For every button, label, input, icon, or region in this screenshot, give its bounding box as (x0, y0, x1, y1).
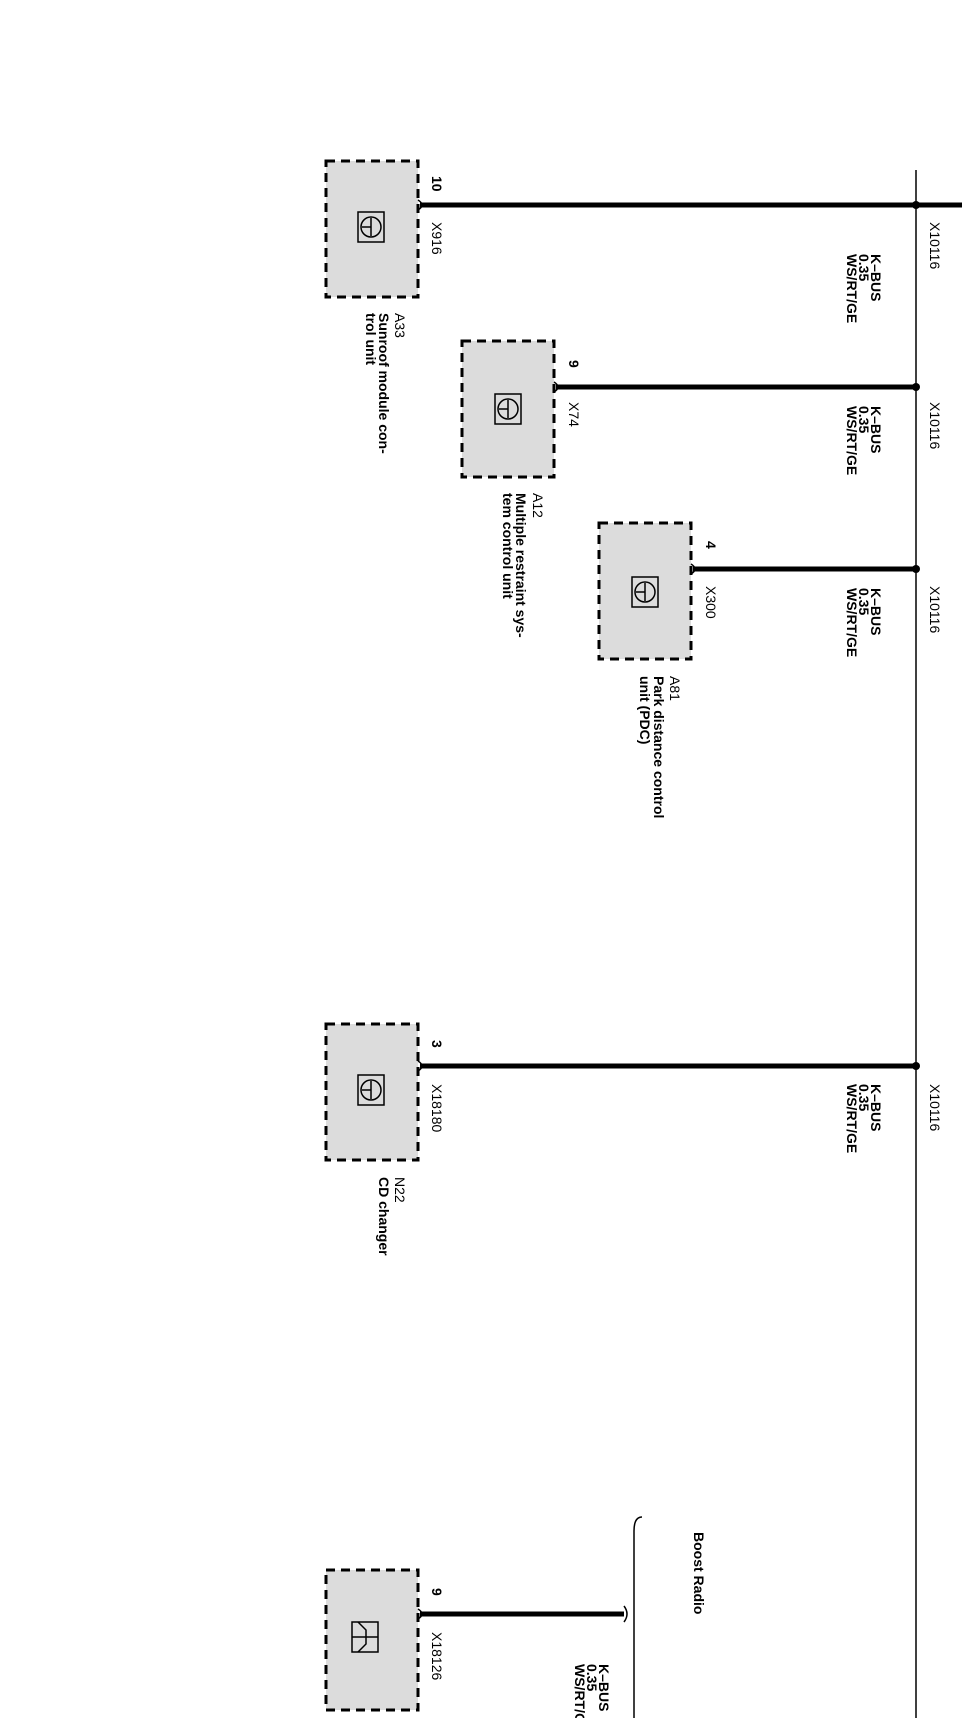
pin-radio: 9 (429, 1588, 445, 1596)
name-a12-line2: tem control unit (500, 493, 516, 599)
name-n22-line1: CD changer (376, 1177, 392, 1256)
pin-a81: 4 (703, 541, 719, 549)
name-a33-line2: trol unit (363, 313, 379, 365)
connector-a12: X74 (566, 402, 582, 427)
unit-a12: 9 X74 X10116 K–BUS 0.35 WS/RT/GE A12 Mul… (460, 339, 943, 638)
designation-a33: A33 (392, 313, 408, 338)
unit-a81: 4 X300 X10116 K–BUS 0.35 WS/RT/GE A81 Pa… (597, 521, 943, 818)
splice-dot-n22 (912, 1062, 920, 1070)
wire-type-radio: K–BUS (596, 1664, 612, 1711)
splice-n22: X10116 (927, 1084, 943, 1131)
wire-color-a81: WS/RT/GE (844, 588, 860, 657)
wire-size-a12: 0.35 (856, 406, 872, 433)
wire-type-a33: K–BUS (868, 254, 884, 301)
variant-bracket (633, 1516, 643, 1718)
pin-a33: 10 (429, 176, 445, 192)
transistor-icon (631, 576, 659, 608)
name-a81-line2: unit (PDC) (637, 676, 653, 744)
pin-n22: 3 (429, 1040, 445, 1048)
unit-a33: 10 X916 X10116 K–BUS 0.35 WS/RT/GE A33 S… (324, 159, 943, 454)
splice-a33: X10116 (927, 222, 943, 269)
wire-size-a33: 0.35 (856, 254, 872, 281)
wire-size-radio: 0.35 (584, 1664, 600, 1691)
designation-a81: A81 (667, 676, 683, 701)
wire-radio-end-symbol (623, 1605, 628, 1623)
connector-n22: X18180 (429, 1084, 445, 1132)
splice-dot-a12 (912, 383, 920, 391)
designation-n22: N22 (392, 1177, 408, 1203)
unit-n22: 3 X18180 X10116 K–BUS 0.35 WS/RT/GE N22 … (324, 1022, 943, 1256)
transistor-icon (357, 211, 385, 243)
wire-color-radio: WS/RT/GE (572, 1664, 588, 1718)
connector-a33: X916 (429, 222, 445, 255)
wire-type-n22: K–BUS (868, 1084, 884, 1131)
transistor-icon (357, 1074, 385, 1106)
connector-radio: X18126 (429, 1632, 445, 1680)
speaker-icon (351, 1621, 379, 1653)
wire-size-n22: 0.35 (856, 1084, 872, 1111)
splice-dot-a33 (912, 201, 920, 209)
unit-a33-box (324, 159, 420, 299)
variant-label: Boost Radio (691, 1532, 707, 1614)
wire-color-n22: WS/RT/GE (844, 1084, 860, 1153)
unit-radio: 9 X18126 K–BUS 0.35 WS/RT/GE (324, 1568, 628, 1718)
unit-n22-box (324, 1022, 420, 1162)
splice-a81: X10116 (927, 586, 943, 633)
unit-radio-box (324, 1568, 420, 1712)
transistor-icon (494, 393, 522, 425)
name-a12-line1: Multiple restraint sys- (513, 493, 529, 638)
wire-size-a81: 0.35 (856, 588, 872, 615)
name-a33-line1: Sunroof module con- (376, 313, 392, 454)
wire-type-a12: K–BUS (868, 406, 884, 453)
wire-color-a12: WS/RT/GE (844, 406, 860, 475)
designation-a12: A12 (530, 493, 546, 518)
wire-color-a33: WS/RT/GE (844, 254, 860, 323)
splice-dot-a81 (912, 565, 920, 573)
wire-type-a81: K–BUS (868, 588, 884, 635)
splice-a12: X10116 (927, 402, 943, 449)
pin-a12: 9 (566, 360, 582, 368)
name-a81-line1: Park distance control (651, 676, 667, 818)
variant-boost-radio: Boost Radio (633, 1516, 707, 1718)
connector-a81: X300 (703, 586, 719, 619)
